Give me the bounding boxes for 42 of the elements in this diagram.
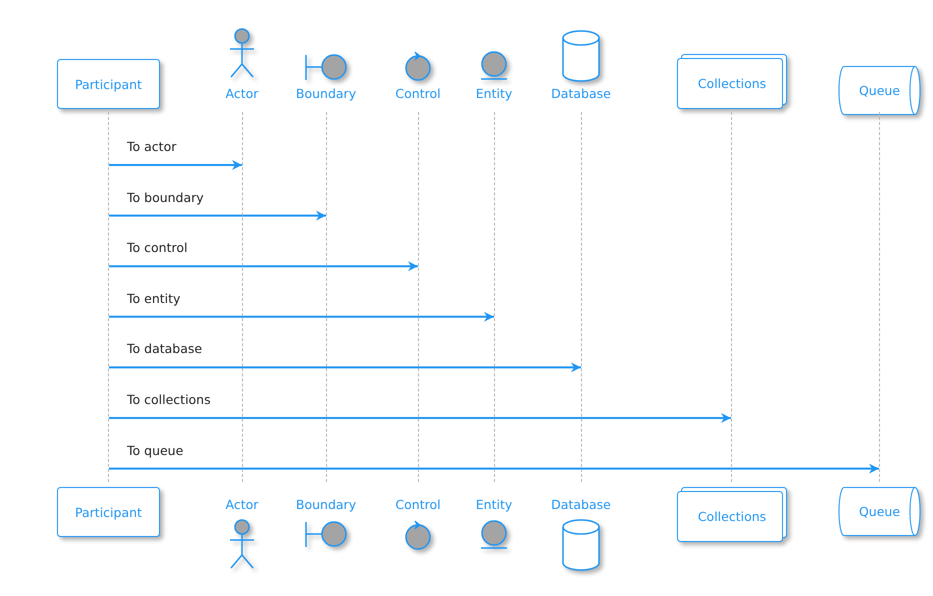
- participant-name: Queue: [858, 504, 900, 519]
- message-arrow: [109, 160, 242, 170]
- participant-box: [57, 487, 160, 537]
- collections-box: [677, 487, 787, 542]
- message-label: To control: [126, 240, 188, 256]
- message-label: To database: [126, 341, 204, 356]
- participant-name: Control: [395, 497, 441, 512]
- database-head: [549, 497, 613, 571]
- participant-name: Database: [551, 86, 611, 101]
- participant-name: Participant: [75, 504, 142, 520]
- message-label: To entity: [126, 290, 182, 306]
- queue-cylinder: [838, 487, 921, 536]
- message-label: To collections: [126, 392, 212, 407]
- message-arrow: [109, 464, 879, 474]
- collections-box: [677, 54, 787, 109]
- participant-name: Participant: [75, 76, 142, 92]
- participant-name: Database: [551, 497, 611, 512]
- participant-name: Collections: [698, 76, 766, 91]
- lifeline: [580, 112, 582, 482]
- participant-name: Actor: [226, 86, 258, 101]
- message-label: To actor: [126, 139, 178, 154]
- participant-name: Actor: [226, 497, 258, 512]
- queue-cylinder: [838, 66, 921, 115]
- message-arrow: [109, 362, 581, 372]
- message-arrow: [109, 312, 494, 322]
- lifeline: [878, 112, 880, 482]
- participant-name: Collections: [698, 509, 766, 524]
- message-label: To queue: [126, 442, 184, 458]
- boundary-head: [294, 52, 358, 104]
- boundary-head: [294, 497, 358, 549]
- message-arrow: [109, 261, 418, 272]
- message-arrow: [109, 210, 326, 221]
- participant-name: Queue: [858, 83, 900, 98]
- participant-name: Entity: [476, 86, 512, 101]
- participant-name: Control: [395, 86, 441, 101]
- participant-name: Boundary: [296, 86, 356, 101]
- participant-box: [57, 59, 160, 109]
- message-arrow: [109, 413, 731, 423]
- participant-name: Entity: [476, 497, 512, 512]
- participant-name: Boundary: [296, 497, 356, 512]
- lifeline: [730, 112, 732, 482]
- message-label: To boundary: [126, 190, 205, 205]
